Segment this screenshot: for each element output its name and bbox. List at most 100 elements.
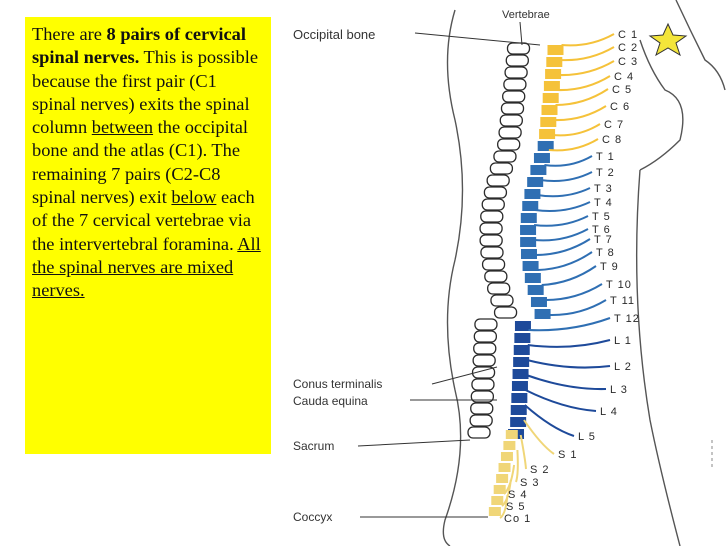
vertebral-body: [514, 321, 531, 331]
segment-label-c5: C 5: [612, 84, 632, 96]
segment-label-l3: L 3: [610, 384, 628, 396]
vertebral-body: [524, 189, 541, 199]
segment-label-t7: T 7: [594, 234, 613, 246]
segment-label-t8: T 8: [596, 247, 615, 259]
vertebral-body: [512, 369, 529, 379]
spinous-process: [489, 162, 514, 175]
spinal-nerve-co1: [499, 494, 509, 519]
spinal-nerve-l3: [525, 374, 607, 391]
spinous-process: [484, 270, 508, 283]
spinal-nerve-t4: [534, 201, 591, 212]
conus-terminalis-label: Conus terminalis: [293, 377, 382, 391]
spinal-nerve-t1: [544, 155, 593, 167]
spinous-process: [506, 42, 531, 55]
spinous-process: [502, 90, 526, 103]
vertebral-body: [533, 153, 550, 163]
vertebral-body: [513, 357, 530, 367]
segment-label-t12: T 12: [614, 313, 640, 325]
spinal-nerve-l5: [524, 404, 575, 437]
segment-label-t9: T 9: [600, 261, 619, 273]
segment-label-c2: C 2: [618, 42, 638, 54]
spinal-nerve-t6: [534, 228, 589, 242]
spinous-process: [470, 390, 495, 403]
spinous-process: [474, 318, 498, 331]
vertebral-body: [534, 309, 551, 319]
spinous-process: [479, 234, 503, 247]
spinal-nerve-s2: [519, 434, 527, 470]
spinous-process: [505, 54, 529, 67]
spinal-nerve-t7: [535, 238, 591, 256]
sacral-segment: [498, 463, 511, 472]
vertebral-body: [545, 69, 562, 79]
spinous-process: [481, 258, 506, 271]
segment-label-c1: C 1: [618, 29, 638, 41]
segment-label-l2: L 2: [614, 361, 632, 373]
sacral-segment: [491, 496, 504, 505]
vertebral-body: [527, 285, 544, 295]
segment-label-c8: C 8: [602, 134, 622, 146]
note-text: There are: [32, 24, 107, 44]
vertebral-body: [540, 117, 557, 127]
spinous-process: [493, 306, 518, 319]
segment-label-c4: C 4: [614, 71, 634, 83]
segment-label-s2: S 2: [530, 464, 550, 476]
note-bold-text: 8 pairs of cervical spinal nerves.: [32, 24, 246, 68]
vertebral-body: [511, 393, 528, 403]
spinous-process: [490, 294, 514, 307]
vertebral-body: [510, 405, 527, 415]
spinous-process: [487, 282, 511, 295]
coccyx-label: Coccyx: [293, 510, 332, 524]
vertebral-body: [520, 249, 537, 259]
vertebral-body: [530, 165, 547, 175]
spinal-nerve-c6: [553, 105, 607, 122]
spinous-process: [480, 246, 504, 259]
vertebral-body: [522, 201, 539, 211]
vertebral-body: [541, 105, 558, 115]
spinal-nerve-c3: [558, 60, 615, 77]
segment-label-t11: T 11: [610, 295, 635, 307]
spinal-nerve-c8: [548, 138, 599, 152]
spinous-process: [503, 78, 527, 91]
spinous-process: [500, 102, 525, 115]
occipital-bone-label: Occipital bone: [293, 27, 375, 42]
sacral-segment: [488, 507, 501, 516]
segment-label-t5: T 5: [592, 211, 611, 223]
spinal-nerve-l2: [526, 359, 611, 369]
spinal-nerve-t3: [537, 187, 591, 198]
spinal-nerve-c4: [556, 75, 611, 92]
spinous-process: [486, 174, 510, 187]
vertebral-body: [520, 225, 537, 235]
segment-label-t6: T 6: [592, 224, 611, 236]
segment-label-l1: L 1: [614, 335, 632, 347]
vertebral-body: [539, 129, 556, 139]
sacral-segment: [493, 485, 506, 494]
sacral-segment: [500, 452, 513, 461]
vertebral-body: [514, 333, 531, 343]
body-outline: [635, 0, 726, 546]
segment-label-l4: L 4: [600, 406, 618, 418]
segment-label-s1: S 1: [558, 449, 578, 461]
note-text: This is possible because the first pair …: [32, 47, 259, 138]
segment-label-l5: L 5: [578, 431, 596, 443]
spinal-nerve-s3: [515, 449, 519, 483]
segment-label-t1: T 1: [596, 151, 615, 163]
spinous-process: [480, 210, 504, 223]
segment-label-t10: T 10: [606, 279, 632, 291]
segment-label-s3: S 3: [520, 477, 540, 489]
note-underline-below: below: [171, 187, 217, 208]
spinal-nerve-l4: [525, 389, 597, 412]
segment-label-c6: C 6: [610, 101, 630, 113]
vertebral-body: [537, 141, 554, 151]
spinal-nerve-c7: [552, 123, 601, 137]
cauda-equina-label: Cauda equina: [293, 394, 368, 408]
vertebral-body: [524, 273, 541, 283]
segment-label-t3: T 3: [594, 183, 613, 195]
spinal-nerve-t9: [541, 265, 597, 286]
star-icon: [648, 22, 688, 57]
spinal-nerve-t12: [528, 317, 611, 332]
vertebral-body: [547, 45, 564, 55]
note-underline-mixed: All the spinal nerves are mixed nerves.: [32, 233, 261, 301]
spinous-process: [497, 138, 521, 151]
vertebral-body: [543, 81, 560, 91]
spinal-nerve-c1: [561, 33, 615, 47]
